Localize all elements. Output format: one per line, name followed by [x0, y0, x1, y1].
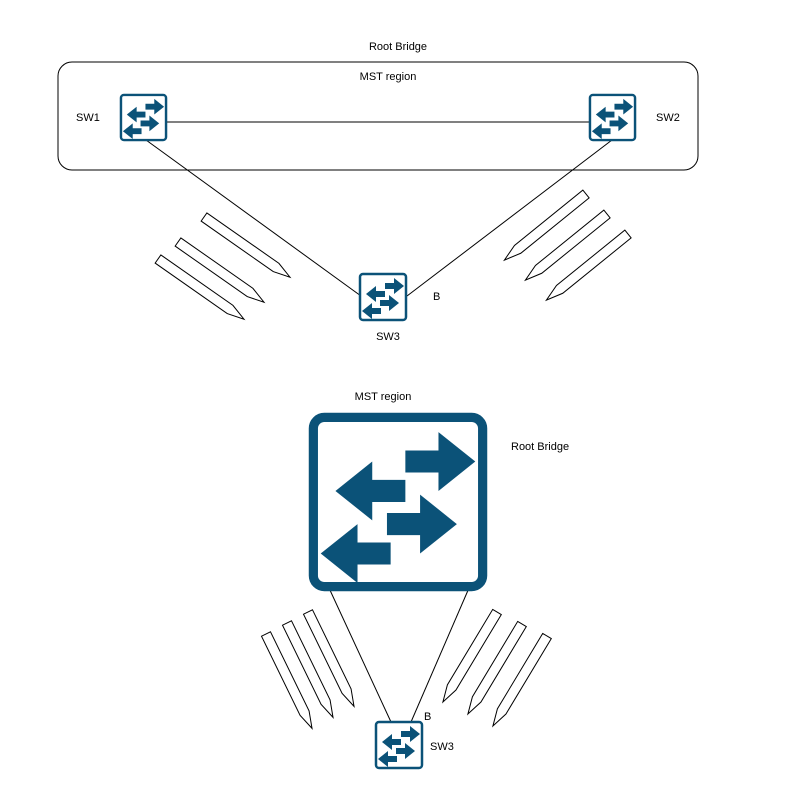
- switch-sw3-label: SW3: [376, 331, 400, 343]
- link-region-sw3-right: [410, 587, 470, 723]
- top-diagram: Root Bridge MST region SW1 SW2 SW3 B: [57, 41, 699, 343]
- bpdu-arrows-right-bottom: [438, 608, 552, 730]
- mst-region-label-bottom: MST region: [355, 391, 412, 403]
- bpdu-arrows-right-top: [500, 189, 632, 305]
- port-b-label-bottom: B: [424, 711, 431, 723]
- port-b-label-top: B: [433, 291, 440, 303]
- root-bridge-label-bottom: Root Bridge: [511, 441, 569, 453]
- switch-sw1-label: SW1: [76, 112, 100, 124]
- switch-sw3-bottom-icon: [374, 720, 424, 770]
- mst-region-switch-icon: [313, 417, 482, 586]
- switch-sw3-bottom-label: SW3: [430, 741, 454, 753]
- link-region-sw3-left: [328, 587, 392, 723]
- switch-sw2-icon: [588, 93, 637, 142]
- switch-sw2-label: SW2: [656, 112, 680, 124]
- link-sw1-sw3: [145, 139, 362, 297]
- bpdu-arrows-left-bottom: [261, 609, 360, 732]
- bottom-diagram: MST region Root Bridge SW3 B: [261, 391, 569, 770]
- link-sw2-sw3: [406, 139, 613, 297]
- switch-sw3-icon: [358, 272, 408, 322]
- bpdu-arrows-left-top: [154, 212, 294, 324]
- root-bridge-label-top: Root Bridge: [369, 41, 427, 53]
- mst-region-box-top: [57, 61, 699, 171]
- mst-region-label-top: MST region: [360, 71, 417, 83]
- switch-sw1-icon: [119, 93, 168, 142]
